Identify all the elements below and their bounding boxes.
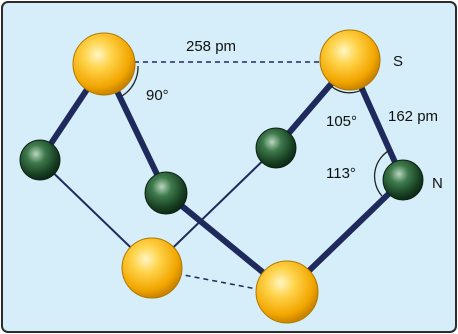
- nitrogen-atom-center: [144, 171, 188, 215]
- ss-contacts: [134, 61, 322, 291]
- sulfur-atom-bottom-left: [121, 237, 183, 299]
- sulfur-symbol-label: S: [393, 53, 403, 70]
- angle-arc-113: [373, 149, 391, 197]
- angle-113-label: 113°: [326, 165, 356, 182]
- angle-90-label: 90°: [146, 87, 169, 104]
- sulfur-atom-top-right: [319, 29, 381, 91]
- angle-arcs: [121, 65, 391, 197]
- angle-105-label: 105°: [326, 113, 357, 130]
- ss-distance-label: 258 pm: [186, 38, 236, 55]
- nitrogen-atom-left: [19, 139, 61, 181]
- sulfur-atom-top-left: [72, 32, 136, 96]
- angle-arc-90: [121, 65, 139, 97]
- ss-contact-bottom: [167, 271, 263, 291]
- angle-arc-105: [330, 85, 366, 94]
- sulfur-atom-bottom-right: [255, 260, 319, 324]
- nitrogen-atom-right: [382, 159, 424, 201]
- atoms: [19, 29, 424, 324]
- sn-distance-label: 162 pm: [388, 108, 438, 125]
- nitrogen-symbol-label: N: [432, 175, 443, 192]
- nitrogen-atom-mid-right: [255, 127, 297, 169]
